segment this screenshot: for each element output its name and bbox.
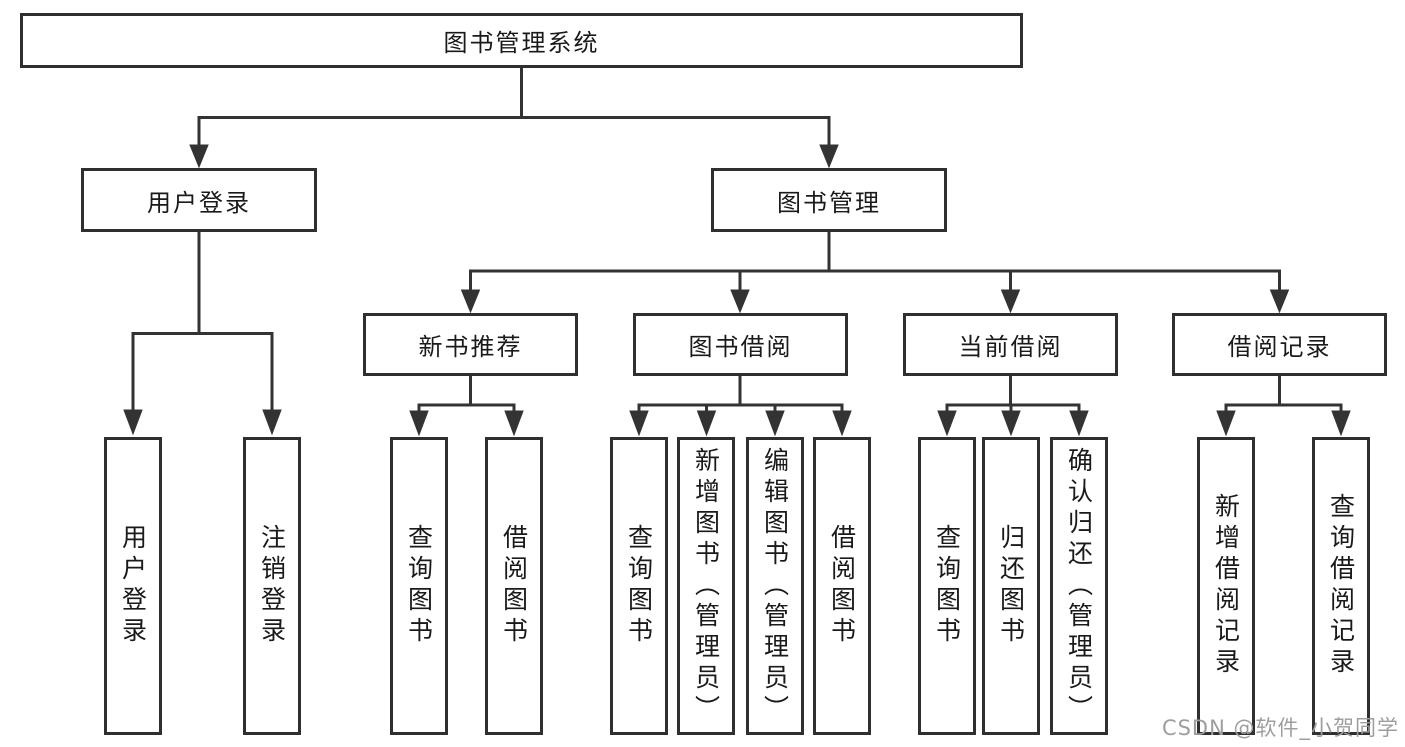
leaf-logout: 注销登录 [243,437,301,735]
leaf-label: 归还图书 [996,524,1026,648]
leaf-label: 新增图书（管理员） [691,446,721,726]
connector-userlogin-to-leaves [123,232,282,436]
node-label: 新书推荐 [418,333,523,361]
connector-records-to-leaves [1216,376,1351,437]
connector-borrow-to-leaves [629,376,852,437]
leaf-label: 借阅图书 [499,524,529,648]
connector-current-to-leaves [937,376,1089,437]
node-label: 图书管理 [777,188,881,217]
node-label: 图书借阅 [688,333,793,361]
node-book-borrowing: 图书借阅 [633,313,848,376]
leaf-return-books: 归还图书 [982,437,1040,735]
node-label: 用户登录 [147,188,251,217]
leaf-query-books-current: 查询图书 [918,437,976,735]
leaf-label: 新增借阅记录 [1211,493,1241,679]
leaf-label: 查询图书 [932,524,962,648]
leaf-user-login: 用户登录 [104,437,162,735]
leaf-query-books-newbook: 查询图书 [390,437,448,735]
leaf-label: 注销登录 [257,524,287,648]
node-new-book-recommendation: 新书推荐 [363,313,578,376]
leaf-label: 借阅图书 [827,524,857,648]
leaf-edit-books-admin: 编辑图书（管理员） [746,437,804,735]
node-book-management: 图书管理 [711,168,947,232]
leaf-label: 查询图书 [624,524,654,648]
leaf-label: 查询借阅记录 [1326,493,1356,679]
csdn-watermark: CSDN @软件_小贺同学 [1161,716,1399,740]
connector-newbook-to-leaves [409,376,524,437]
leaf-label: 确认归还（管理员） [1064,446,1094,726]
leaf-label: 查询图书 [404,524,434,648]
node-label: 当前借阅 [958,333,1063,361]
node-current-borrowing: 当前借阅 [903,313,1118,376]
node-library-management-system: 图书管理系统 [20,13,1023,68]
connector-bookmgmt-to-level3 [460,232,1290,314]
node-label: 图书管理系统 [443,29,600,57]
node-user-login: 用户登录 [81,168,317,232]
leaf-query-books-borrow: 查询图书 [610,437,668,735]
leaf-label: 编辑图书（管理员） [760,446,790,726]
leaf-query-borrow-record: 查询借阅记录 [1312,437,1370,735]
leaf-borrow-books: 借阅图书 [813,437,871,735]
node-borrowing-records: 借阅记录 [1172,313,1387,376]
leaf-label: 用户登录 [118,524,148,648]
node-label: 借阅记录 [1227,333,1332,361]
leaf-add-books-admin: 新增图书（管理员） [677,437,735,735]
leaf-confirm-return-admin: 确认归还（管理员） [1050,437,1108,735]
connector-root-to-level2 [189,68,839,169]
leaf-borrow-books-newbook: 借阅图书 [485,437,543,735]
leaf-add-borrow-record: 新增借阅记录 [1197,437,1255,735]
